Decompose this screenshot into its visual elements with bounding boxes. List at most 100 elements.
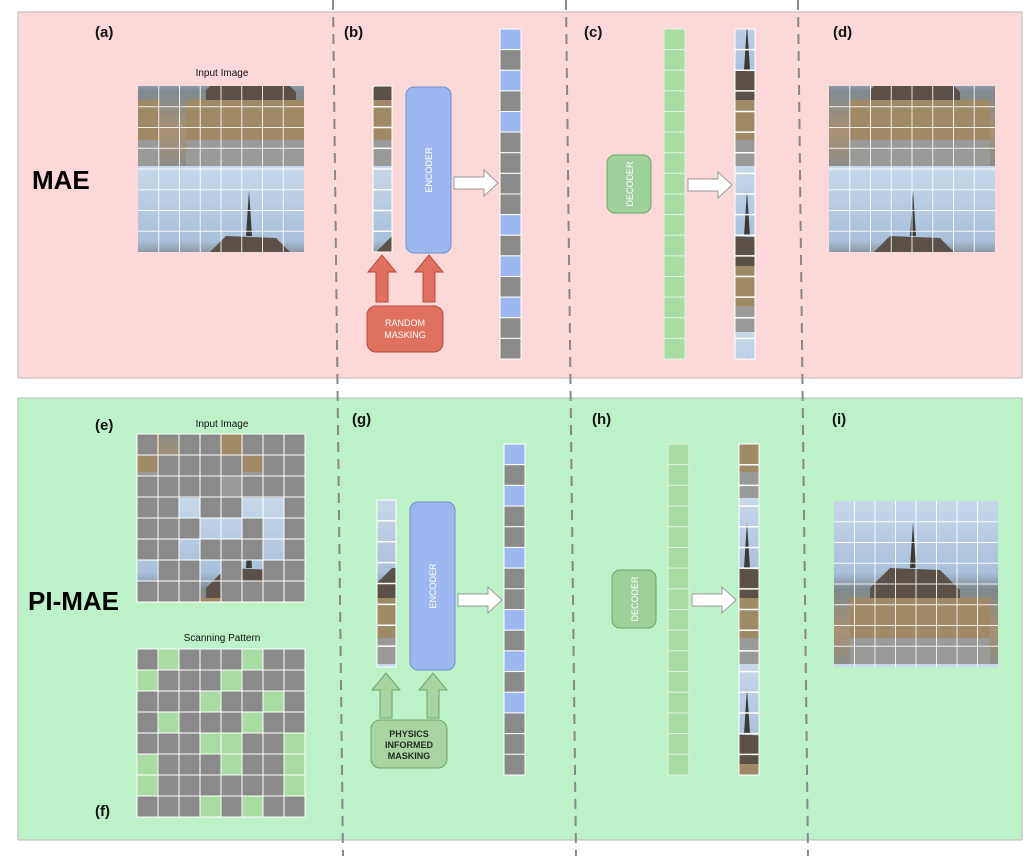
- latent-token-pimae: [503, 484, 526, 507]
- decoder-token-mae: [663, 152, 686, 174]
- latent-token-mae: [499, 152, 522, 174]
- scanning-pattern-cell: [220, 753, 243, 776]
- latent-token-mae: [499, 296, 522, 319]
- decoder-token-pimae: [667, 526, 690, 548]
- decoder-token-mae: [663, 172, 686, 195]
- masked-input-cell: [241, 496, 264, 519]
- separator-2: [565, 0, 577, 856]
- physics-masking-line3: MASKING: [388, 751, 431, 761]
- scanning-pattern-cell: [220, 669, 243, 692]
- arrow-encoder-to-tokens-mae: [453, 168, 499, 198]
- masked-input-cell: [178, 433, 201, 456]
- label-d: (d): [833, 24, 852, 41]
- random-masking-line2: MASKING: [384, 330, 426, 340]
- scanning-pattern-cell: [178, 669, 201, 692]
- masked-input-cell: [262, 538, 285, 561]
- latent-token-mae: [499, 337, 522, 360]
- scanning-pattern-cell: [199, 732, 222, 755]
- latent-token-pimae: [503, 546, 526, 569]
- label-a: (a): [95, 24, 113, 41]
- scanning-pattern-cell: [241, 774, 264, 797]
- masked-input-cell: [157, 538, 180, 561]
- latent-token-pimae: [503, 691, 526, 714]
- scanning-pattern-cell: [241, 648, 264, 671]
- latent-token-mae: [499, 172, 522, 195]
- up-arrow-pimae-2: [417, 672, 449, 719]
- latent-token-pimae: [503, 567, 526, 590]
- patch-strips: [372, 28, 760, 776]
- latent-token-pimae: [503, 733, 526, 755]
- decoder-token-pimae: [667, 753, 690, 776]
- scanning-pattern-cell: [178, 774, 201, 797]
- masked-input-cell: [157, 475, 180, 498]
- scanning-pattern-cell: [262, 648, 285, 671]
- masked-input-cell: [220, 580, 243, 603]
- masked-input-cell: [136, 475, 159, 498]
- latent-token-pimae: [503, 712, 526, 735]
- scanning-pattern-cell: [241, 690, 264, 713]
- encoder-label-mae: ENCODER: [424, 147, 434, 193]
- masked-input-cell: [136, 433, 159, 456]
- masked-input-cell: [220, 559, 243, 582]
- scanning-pattern-cell: [157, 732, 180, 755]
- encoder-block-pimae: [409, 501, 456, 671]
- masked-input-cell: [199, 559, 222, 582]
- masked-input-cell: [157, 580, 180, 603]
- scanning-pattern-cell: [241, 795, 264, 818]
- masked-input-cell: [136, 580, 159, 603]
- latent-token-mae: [499, 28, 522, 51]
- masked-input-cell: [241, 559, 264, 582]
- scanning-pattern-cell: [199, 669, 222, 692]
- decoder-token-mae: [663, 337, 686, 360]
- latent-token-pimae: [503, 753, 526, 776]
- scanning-pattern-cell: [136, 690, 159, 713]
- up-arrow-mae-2: [413, 254, 445, 303]
- scanning-pattern-cell: [178, 732, 201, 755]
- masked-input-cell: [178, 559, 201, 582]
- masked-input-cell: [283, 559, 306, 582]
- decoder-token-pimae: [667, 650, 690, 673]
- separator-1: [332, 0, 344, 856]
- label-c: (c): [584, 24, 602, 41]
- decoder-token-mae: [663, 317, 686, 339]
- scanning-pattern-cell: [241, 753, 264, 776]
- label-g: (g): [352, 411, 371, 428]
- up-arrow-mae-1: [366, 254, 398, 303]
- arrow-decoder-to-output-pimae: [691, 585, 737, 615]
- masked-input-cell: [283, 433, 306, 456]
- decoder-token-mae: [663, 234, 686, 257]
- scanning-pattern-cell: [241, 669, 264, 692]
- scanning-pattern-cell: [157, 669, 180, 692]
- scanning-pattern-cell: [283, 669, 306, 692]
- physics-masking-line2: INFORMED: [385, 740, 433, 750]
- scanning-pattern-cell: [136, 669, 159, 692]
- masked-input-cell: [136, 538, 159, 561]
- scanning-pattern-cell: [262, 753, 285, 776]
- scanning-pattern-cell: [157, 690, 180, 713]
- masked-input-cell: [241, 517, 264, 540]
- decoder-token-pimae: [667, 484, 690, 507]
- masked-input-cell: [262, 496, 285, 519]
- scanning-pattern-cell: [199, 648, 222, 671]
- scanning-pattern-cell: [199, 690, 222, 713]
- masked-input-cell: [136, 517, 159, 540]
- label-e: (e): [95, 417, 113, 434]
- masked-input-cell: [199, 475, 222, 498]
- masked-input-cell: [220, 538, 243, 561]
- decoder-token-pimae: [667, 443, 690, 466]
- scanning-pattern-cell: [220, 648, 243, 671]
- masked-input-cell: [178, 496, 201, 519]
- latent-token-mae: [499, 111, 522, 133]
- masked-input-cell: [157, 433, 180, 456]
- caption-input-image-pimae: Input Image: [196, 419, 249, 430]
- scanning-pattern-cell: [220, 732, 243, 755]
- masked-input-cell: [178, 517, 201, 540]
- latent-token-mae: [499, 69, 522, 92]
- scanning-pattern-cell: [178, 690, 201, 713]
- latent-token-mae: [499, 317, 522, 339]
- scanning-pattern-cell: [283, 690, 306, 713]
- latent-token-pimae: [503, 588, 526, 610]
- masked-input-cell: [157, 517, 180, 540]
- decoder-token-pimae: [667, 609, 690, 631]
